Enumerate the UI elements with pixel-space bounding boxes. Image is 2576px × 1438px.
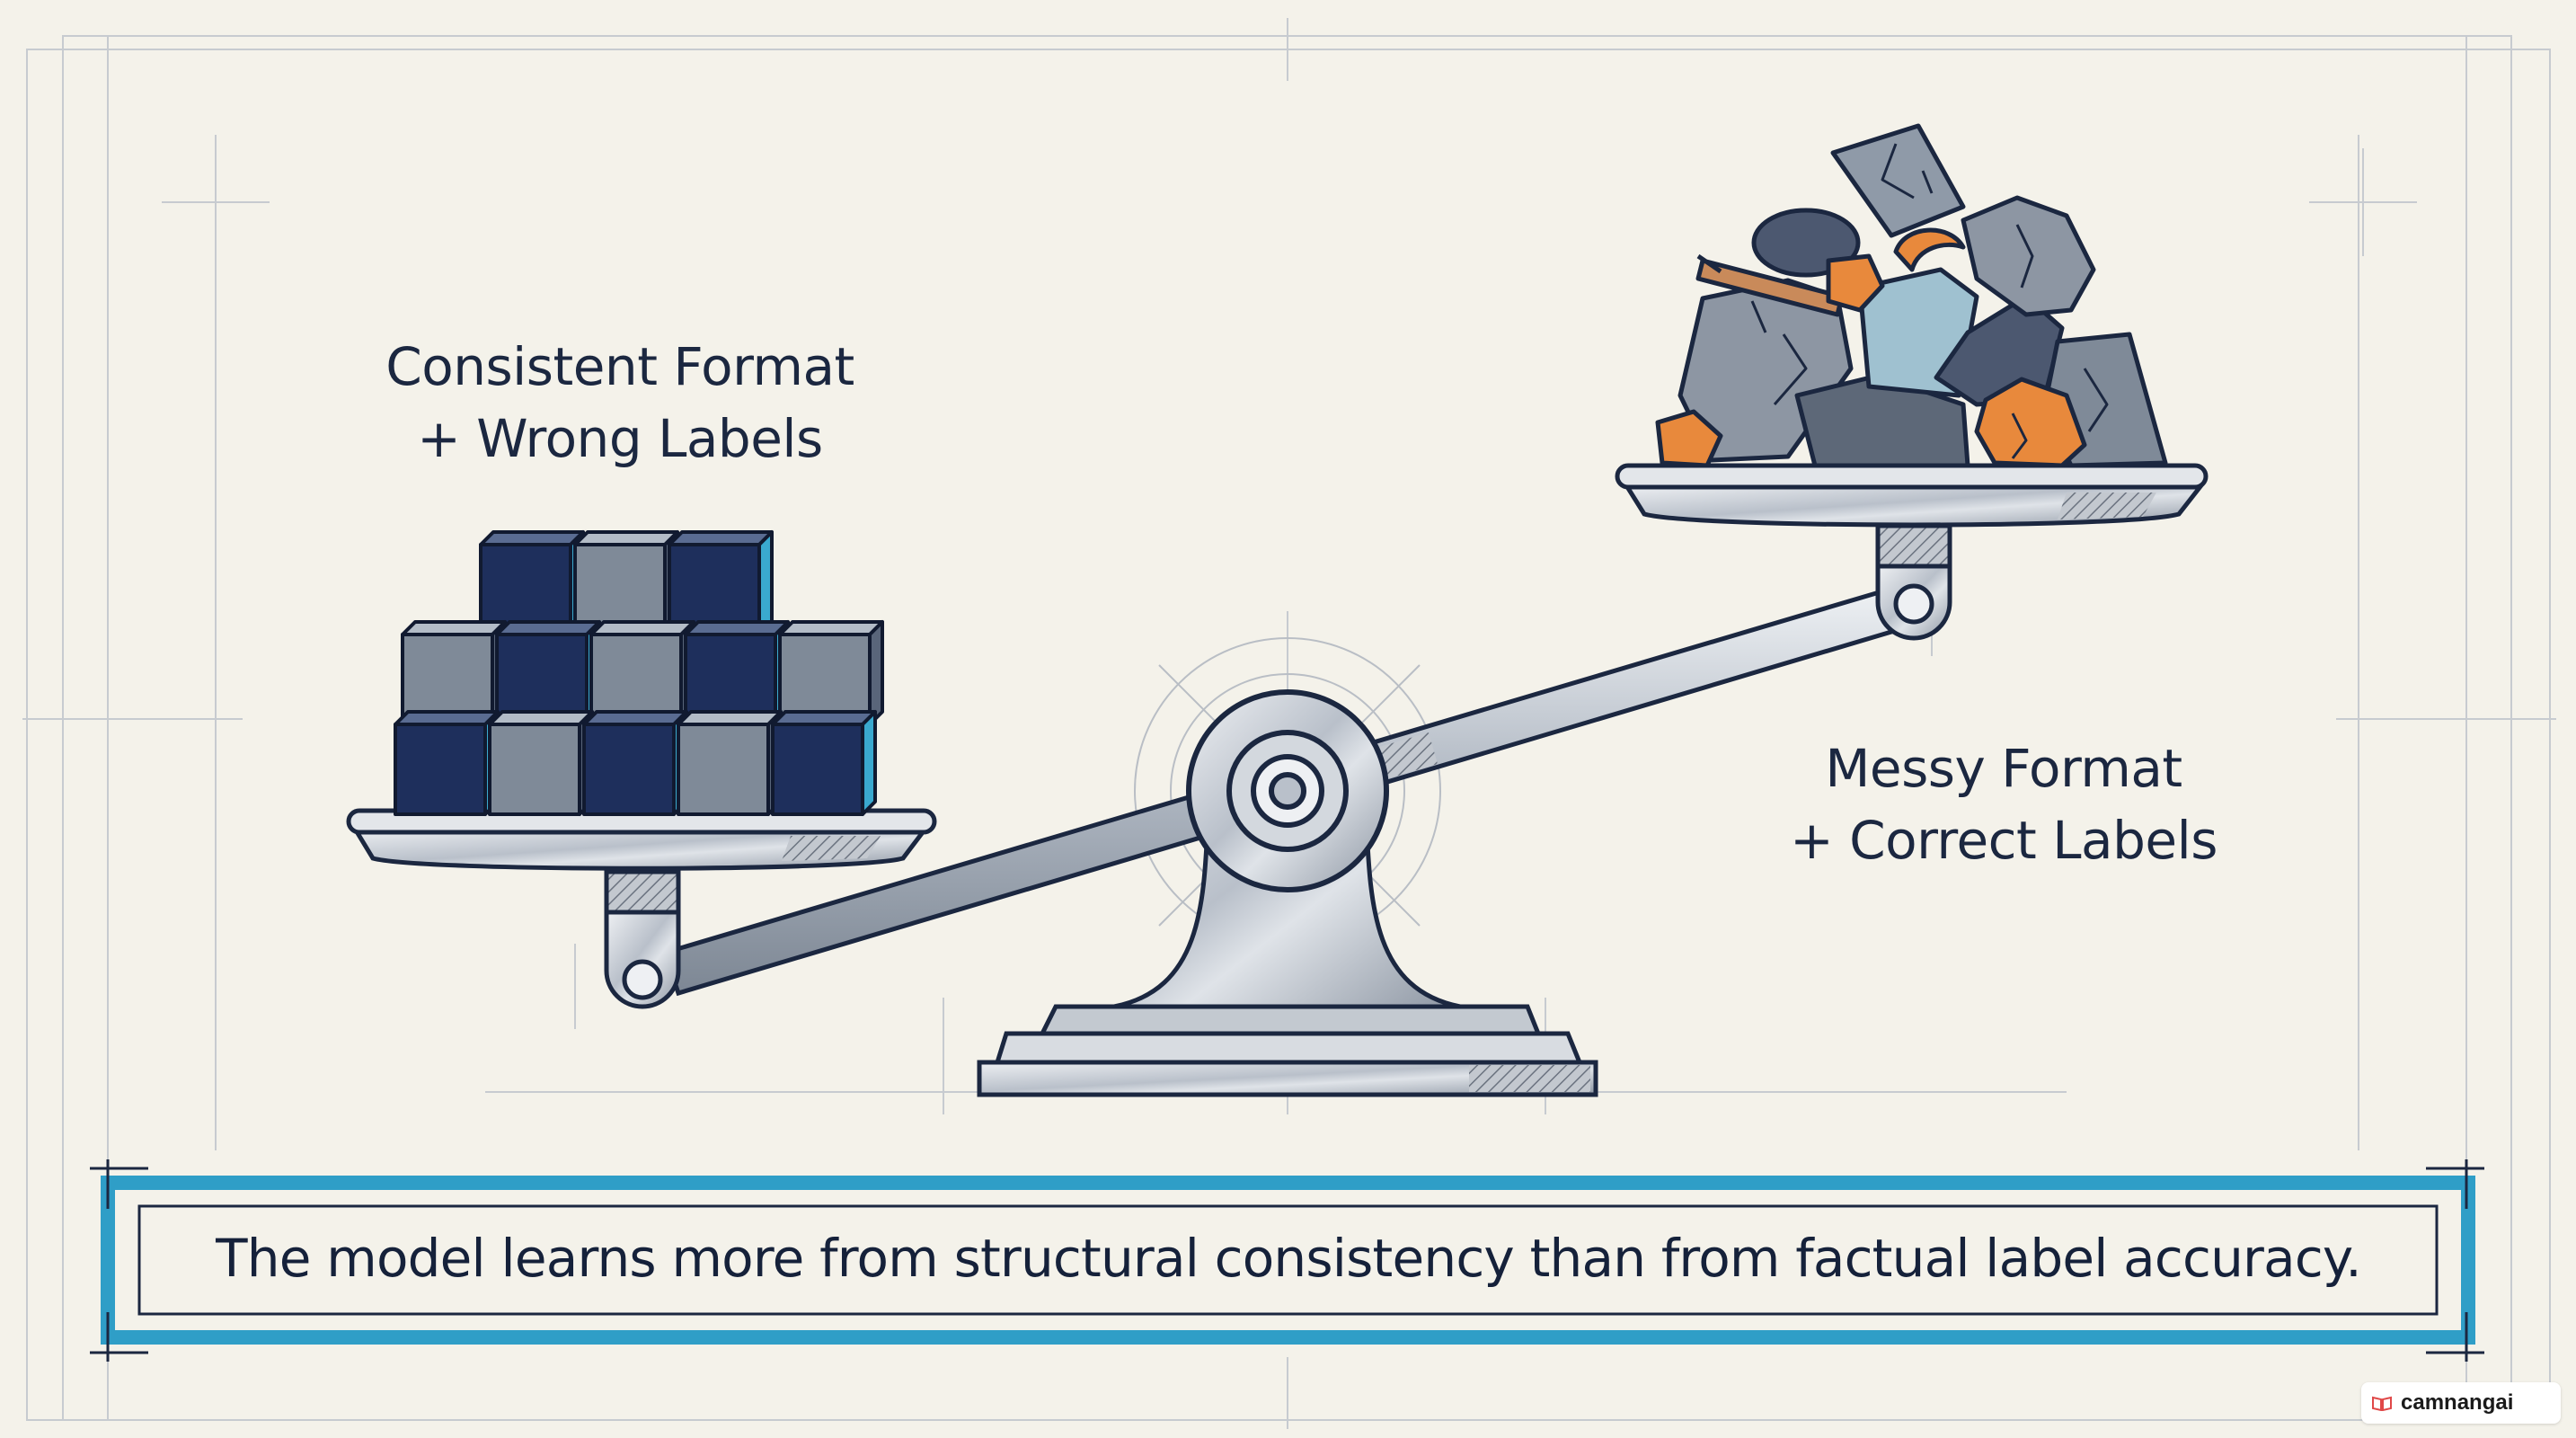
right-pan-label: Messy Format + Correct Labels <box>1725 732 2282 876</box>
cube <box>589 620 695 726</box>
caption-text: The model learns more from structural co… <box>216 1228 2361 1289</box>
left-pan-label-line2: + Wrong Labels <box>417 408 823 469</box>
rock-pile-icon <box>1655 123 2168 468</box>
cube <box>668 530 774 636</box>
book-icon <box>2372 1396 2392 1411</box>
left-pan-label-line1: Consistent Format <box>385 336 854 397</box>
caption-box: The model learns more from structural co… <box>106 1179 2471 1337</box>
watermark-text: camnangai <box>2401 1390 2514 1415</box>
right-pan-label-line2: + Correct Labels <box>1790 810 2217 871</box>
right-hanger <box>1875 523 1952 641</box>
left-hanger <box>604 869 681 1009</box>
scale-pivot <box>1186 689 1389 892</box>
navy-cube-stack-icon <box>394 530 884 816</box>
cube <box>771 710 877 816</box>
watermark-badge: camnangai <box>2361 1382 2561 1424</box>
left-pan-label: Consistent Format + Wrong Labels <box>341 331 899 475</box>
right-pan-label-line1: Messy Format <box>1825 738 2182 799</box>
